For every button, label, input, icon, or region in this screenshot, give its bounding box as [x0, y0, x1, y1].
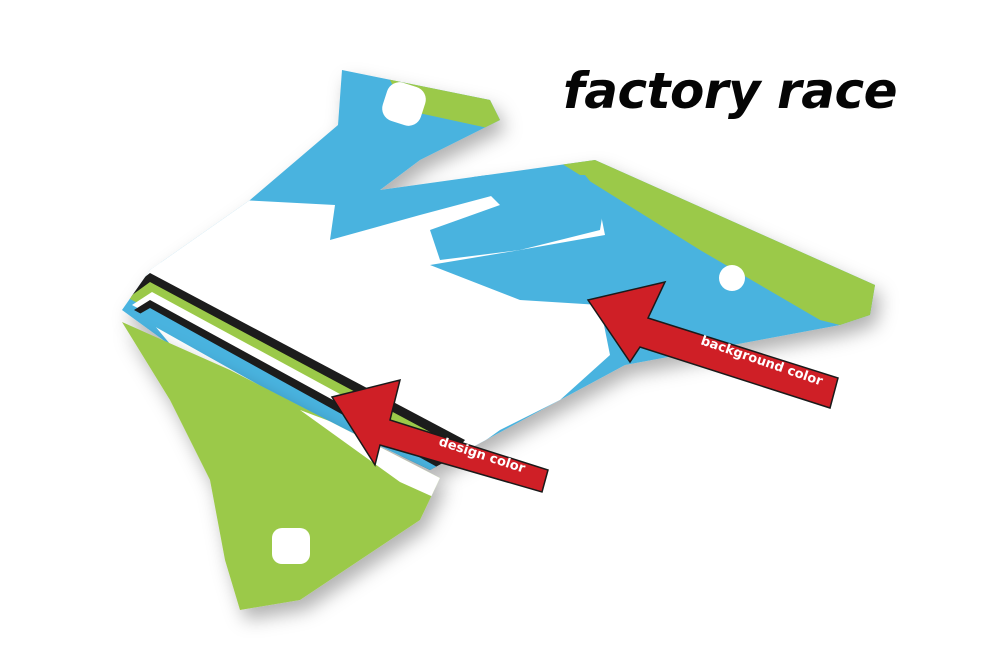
arrow-background-color [586, 280, 839, 409]
kit-title: factory race [563, 62, 898, 120]
lower-white-edge [300, 410, 440, 500]
swoosh-accent [430, 175, 605, 260]
mounting-hole-top [382, 82, 426, 126]
mounting-hole-right [719, 265, 745, 291]
arrow-design-color [330, 378, 549, 493]
mounting-hole-bottom [272, 528, 310, 564]
